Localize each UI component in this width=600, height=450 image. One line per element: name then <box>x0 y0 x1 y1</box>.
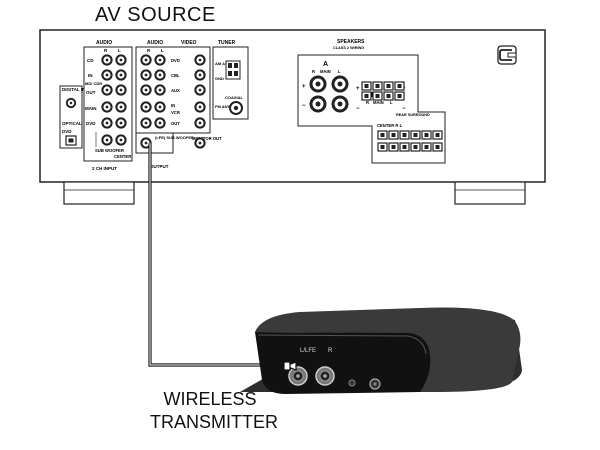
receiver-foot-left <box>63 181 135 205</box>
speaker-a-l-label: L <box>338 69 341 74</box>
cd-label: CD <box>87 58 94 63</box>
power-jack-icon <box>369 378 381 390</box>
rear-surround-label: REAR SURROUND <box>396 113 430 117</box>
am-ant-label: AM ANT <box>215 61 231 66</box>
vcr-label: VCR <box>171 110 180 115</box>
transmitter-top <box>255 307 521 392</box>
led-indicator-icon <box>348 379 356 387</box>
rca-jacks <box>65 54 206 149</box>
audio-1-l-label: L <box>118 48 121 53</box>
speaker-b-main-label: MAIN <box>373 100 384 105</box>
coaxial-label: COAXIAL <box>225 95 244 100</box>
speaker-a-r-label: R <box>312 69 315 74</box>
dvd-video-label: DVD <box>171 58 180 63</box>
port-l-lfe-label: L/LFE <box>300 348 316 354</box>
audio-2-r-label: R <box>147 48 151 53</box>
speaker-a-main-label: MAIN <box>320 69 331 74</box>
plus-b-label: + <box>356 86 360 92</box>
2ch-input-label: 2 CH INPUT <box>92 166 117 171</box>
monitor-out-label: MONITOR OUT <box>192 136 222 141</box>
aux-label: AUX <box>171 88 180 93</box>
caption-line-2: TRANSMITTER <box>150 412 278 432</box>
av-source-title: AV SOURCE <box>95 4 216 26</box>
md-cdr-label: MD/ CDR <box>85 81 102 86</box>
class2-label: CLASS 2 WIRING <box>333 46 364 50</box>
tuner-label: TUNER <box>218 40 236 46</box>
optical-label: OPTICAL <box>62 121 82 126</box>
out-label: OUT <box>86 90 96 95</box>
minus-a-label: − <box>302 103 306 109</box>
vcr-out-label: OUT <box>171 121 180 126</box>
tuner-block: TUNER AM ANT GND COAXIAL FM ANT <box>212 40 249 120</box>
minus-b-label: − <box>356 106 360 112</box>
dvd-audio-label: DVD <box>86 121 96 126</box>
wireless-transmitter: L/LFE R <box>240 307 522 394</box>
cbl-label: CBL <box>171 73 180 78</box>
speaker-b-r-label: R <box>366 100 369 105</box>
output-label: OUTPUT <box>150 164 169 169</box>
rca-plug-icon <box>283 361 297 371</box>
caption-line-1: WIRELESS <box>163 389 257 409</box>
in-label: IN <box>88 73 93 78</box>
audio-2-label: AUDIO <box>147 40 163 46</box>
speakers-label: SPEAKERS <box>337 39 365 45</box>
audio-1-r-label: R <box>104 48 108 53</box>
lfe-sub-label: (LFE) SUB WOOFER <box>155 135 194 140</box>
rca-port-r-icon <box>315 366 335 386</box>
wireless-transmitter-caption: WIRELESS TRANSMITTER <box>150 388 278 434</box>
av-receiver: DIGITAL INPUT OPTICAL DVD AUDIO R L CD I… <box>39 29 546 205</box>
digital-input-block: DIGITAL INPUT OPTICAL DVD <box>59 85 95 149</box>
digital-input-label: DIGITAL INPUT <box>62 87 95 92</box>
receiver-foot-right <box>454 181 526 205</box>
main-label: MAIN <box>85 106 97 111</box>
sub-woofer-label: SUB WOOFER <box>95 148 124 153</box>
port-r-label: R <box>328 348 333 354</box>
speaker-terminals <box>309 75 443 152</box>
speaker-b-l-label: L <box>390 100 393 105</box>
transmitter-front <box>255 332 431 394</box>
fm-ant-label: FM ANT <box>215 104 231 109</box>
dvd-optical-label: DVD <box>62 129 72 134</box>
center-rl-label: CENTER R L <box>377 123 403 128</box>
rca-port-l-icon <box>288 366 308 386</box>
speaker-a-label: A <box>323 61 328 68</box>
plus-a-label: + <box>302 84 306 90</box>
audio-2-l-label: L <box>161 48 164 53</box>
minus-b2-label: − <box>402 106 406 112</box>
power-connector-icon <box>497 45 517 65</box>
center-label: CENTER <box>114 154 131 159</box>
vcr-in-label: IN <box>171 103 175 108</box>
audio-1-label: AUDIO <box>96 40 112 46</box>
gnd-label: GND <box>215 76 224 81</box>
video-label: VIDEO <box>181 40 197 46</box>
